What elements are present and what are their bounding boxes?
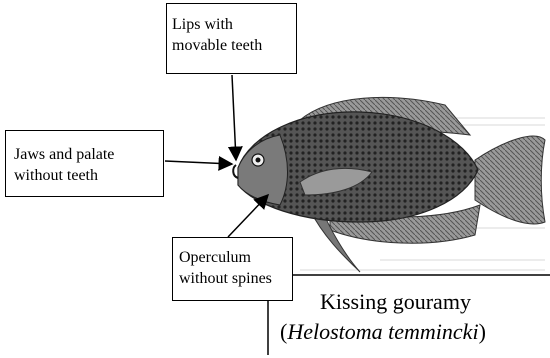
jaws-pointer — [165, 161, 232, 164]
label-operculum-line-1: Operculum — [179, 247, 292, 268]
fish-lips — [233, 165, 238, 178]
tail-fin — [475, 136, 545, 224]
label-lips-line-1: Lips with — [172, 14, 296, 35]
label-jaws-line-2: without teeth — [14, 165, 163, 186]
lips-pointer — [232, 75, 236, 160]
label-lips-line-2: movable teeth — [172, 35, 296, 56]
operculum-pointer — [228, 195, 268, 237]
label-jaws: Jaws and palate without teeth — [5, 130, 164, 197]
fish-head — [238, 135, 288, 205]
label-jaws-line-1: Jaws and palate — [14, 144, 163, 165]
scientific-name: Helostoma temmincki — [287, 319, 478, 344]
scientific-name-line: (Helostoma temmincki) — [280, 319, 486, 345]
species-caption: Kissing gouramy (Helostoma temmincki) — [266, 282, 550, 354]
label-lips: Lips with movable teeth — [166, 3, 297, 74]
common-name: Kissing gouramy — [320, 289, 471, 315]
close-paren: ) — [479, 319, 486, 344]
